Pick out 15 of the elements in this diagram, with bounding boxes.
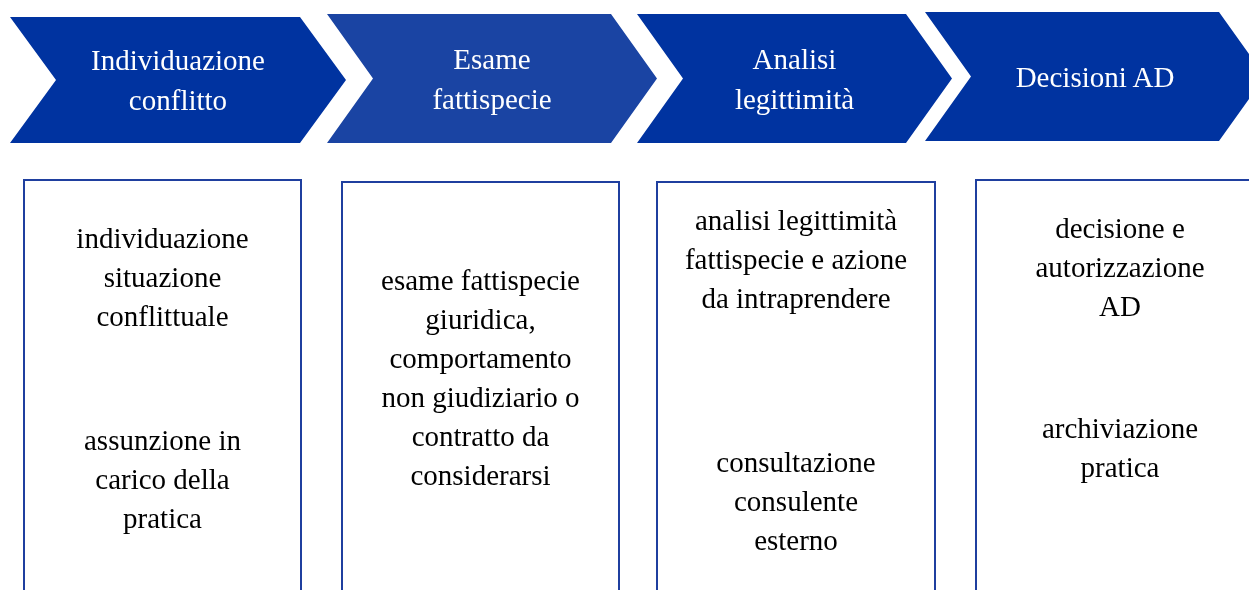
description-text: archiviazione pratica	[1040, 411, 1200, 485]
description-text: esame fattispecie giuridica, comportamento non giudiziario o contratto da considerarsi	[380, 263, 581, 493]
description-text: assunzione in carico della pratica	[82, 423, 243, 536]
description-panel	[656, 181, 936, 590]
description-panel	[23, 179, 302, 590]
description-panel	[975, 179, 1249, 590]
description-panel	[341, 181, 620, 590]
step-title: Individuazione conflitto	[90, 43, 266, 118]
description-text: decisione e autorizzazione AD	[1034, 211, 1206, 324]
description-text: analisi legittimità fattispecie e azione da intraprendere	[683, 203, 909, 316]
step-title: Analisi legittimità	[733, 41, 856, 117]
description-text: consultazione consulente esterno	[715, 445, 877, 558]
step-title: Decisioni AD	[1015, 59, 1175, 95]
step-title: Esame fattispecie	[431, 41, 553, 117]
description-text: individuazione situazione conflittuale	[75, 221, 250, 334]
